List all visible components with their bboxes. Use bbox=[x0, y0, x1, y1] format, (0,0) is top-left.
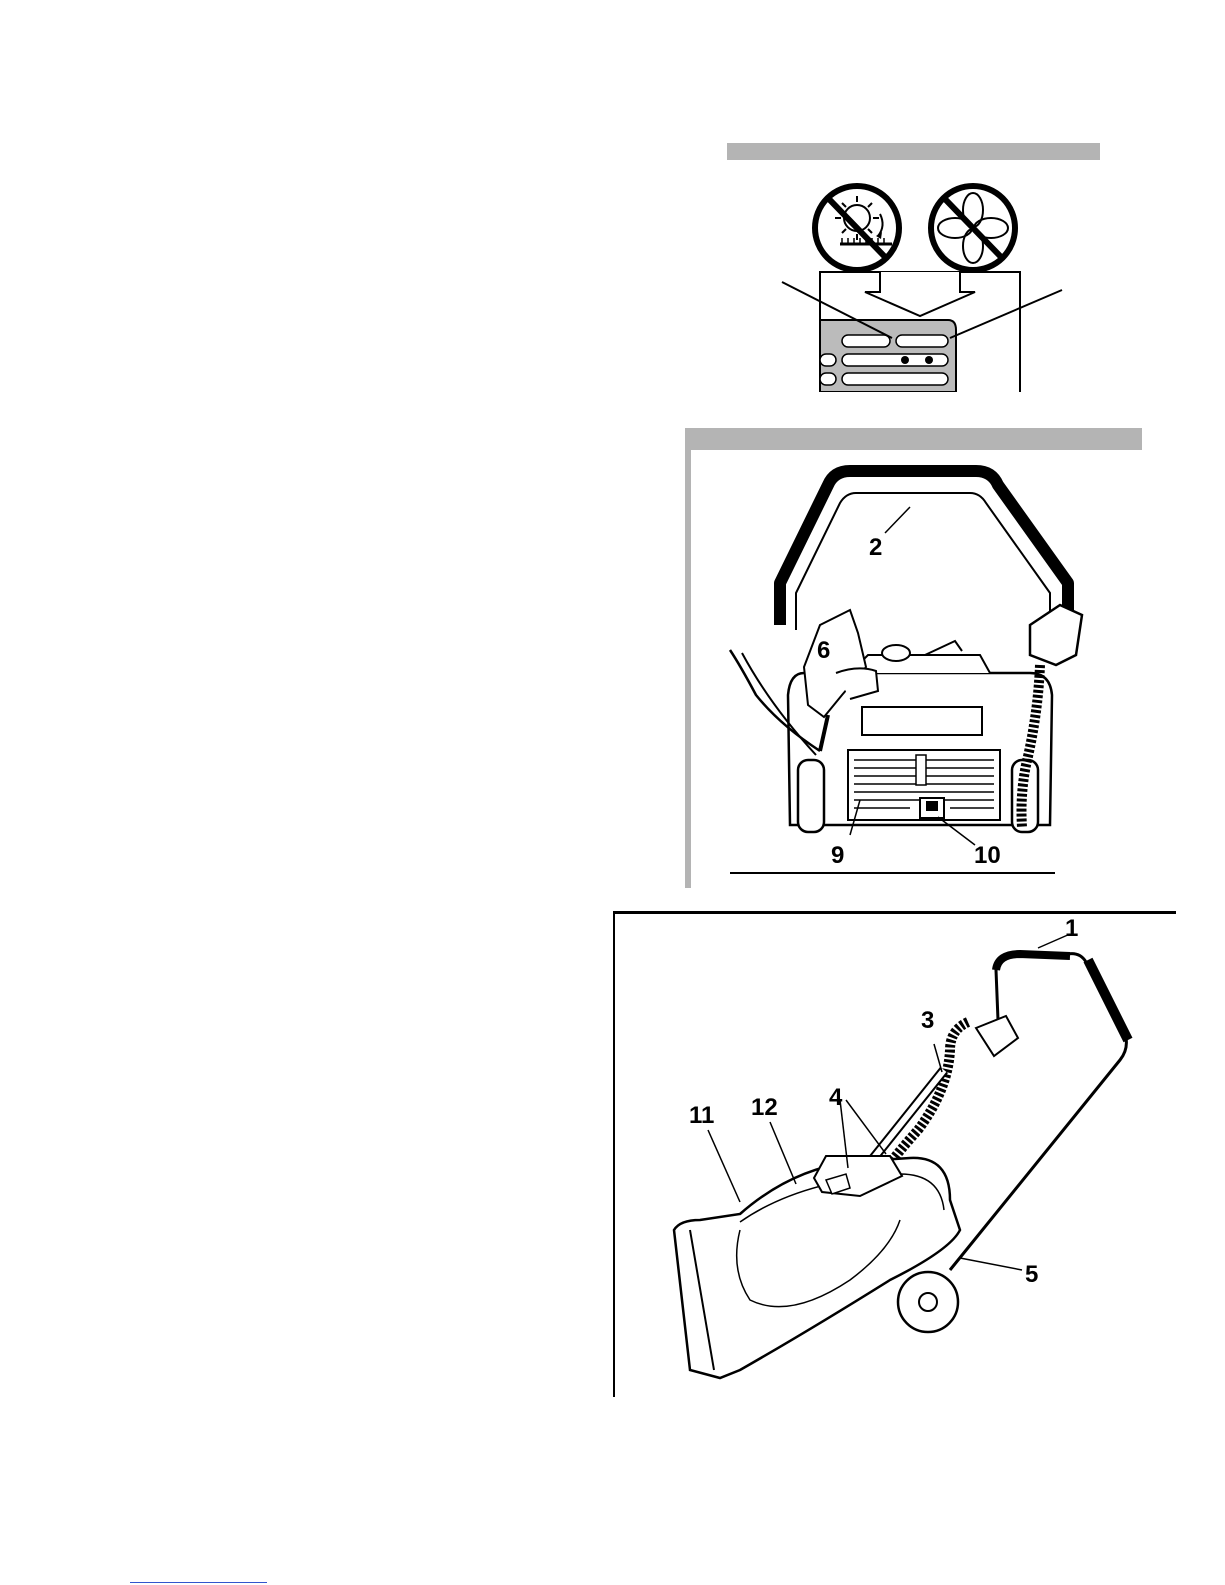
rear-callout-10: 10 bbox=[974, 842, 1001, 870]
side-figure-left-border bbox=[613, 911, 615, 1397]
rear-callout-2: 2 bbox=[869, 534, 882, 562]
side-figure-top-border bbox=[613, 911, 1176, 914]
rear-callout-6: 6 bbox=[817, 637, 830, 665]
side-view-illustration bbox=[650, 930, 1170, 1390]
rear-figure-left-border bbox=[685, 450, 691, 888]
side-callout-11: 11 bbox=[689, 1102, 714, 1130]
side-callout-1: 1 bbox=[1065, 915, 1078, 943]
rear-figure-header-bar bbox=[685, 428, 1142, 450]
top-figure-header-bar bbox=[727, 143, 1100, 160]
side-callout-3: 3 bbox=[921, 1007, 934, 1035]
no-fan-icon bbox=[931, 186, 1015, 270]
warning-pictogram bbox=[780, 180, 1080, 392]
rear-callout-9: 9 bbox=[831, 842, 844, 870]
side-callout-5: 5 bbox=[1025, 1261, 1038, 1289]
side-callout-12: 12 bbox=[751, 1094, 778, 1122]
side-callout-4: 4 bbox=[829, 1084, 842, 1112]
footer-underline-link[interactable] bbox=[130, 1582, 267, 1583]
no-heat-dry-icon bbox=[815, 186, 899, 270]
vent-grille bbox=[820, 320, 956, 392]
rear-view-illustration bbox=[700, 455, 1140, 885]
leader-line-right bbox=[950, 290, 1062, 338]
